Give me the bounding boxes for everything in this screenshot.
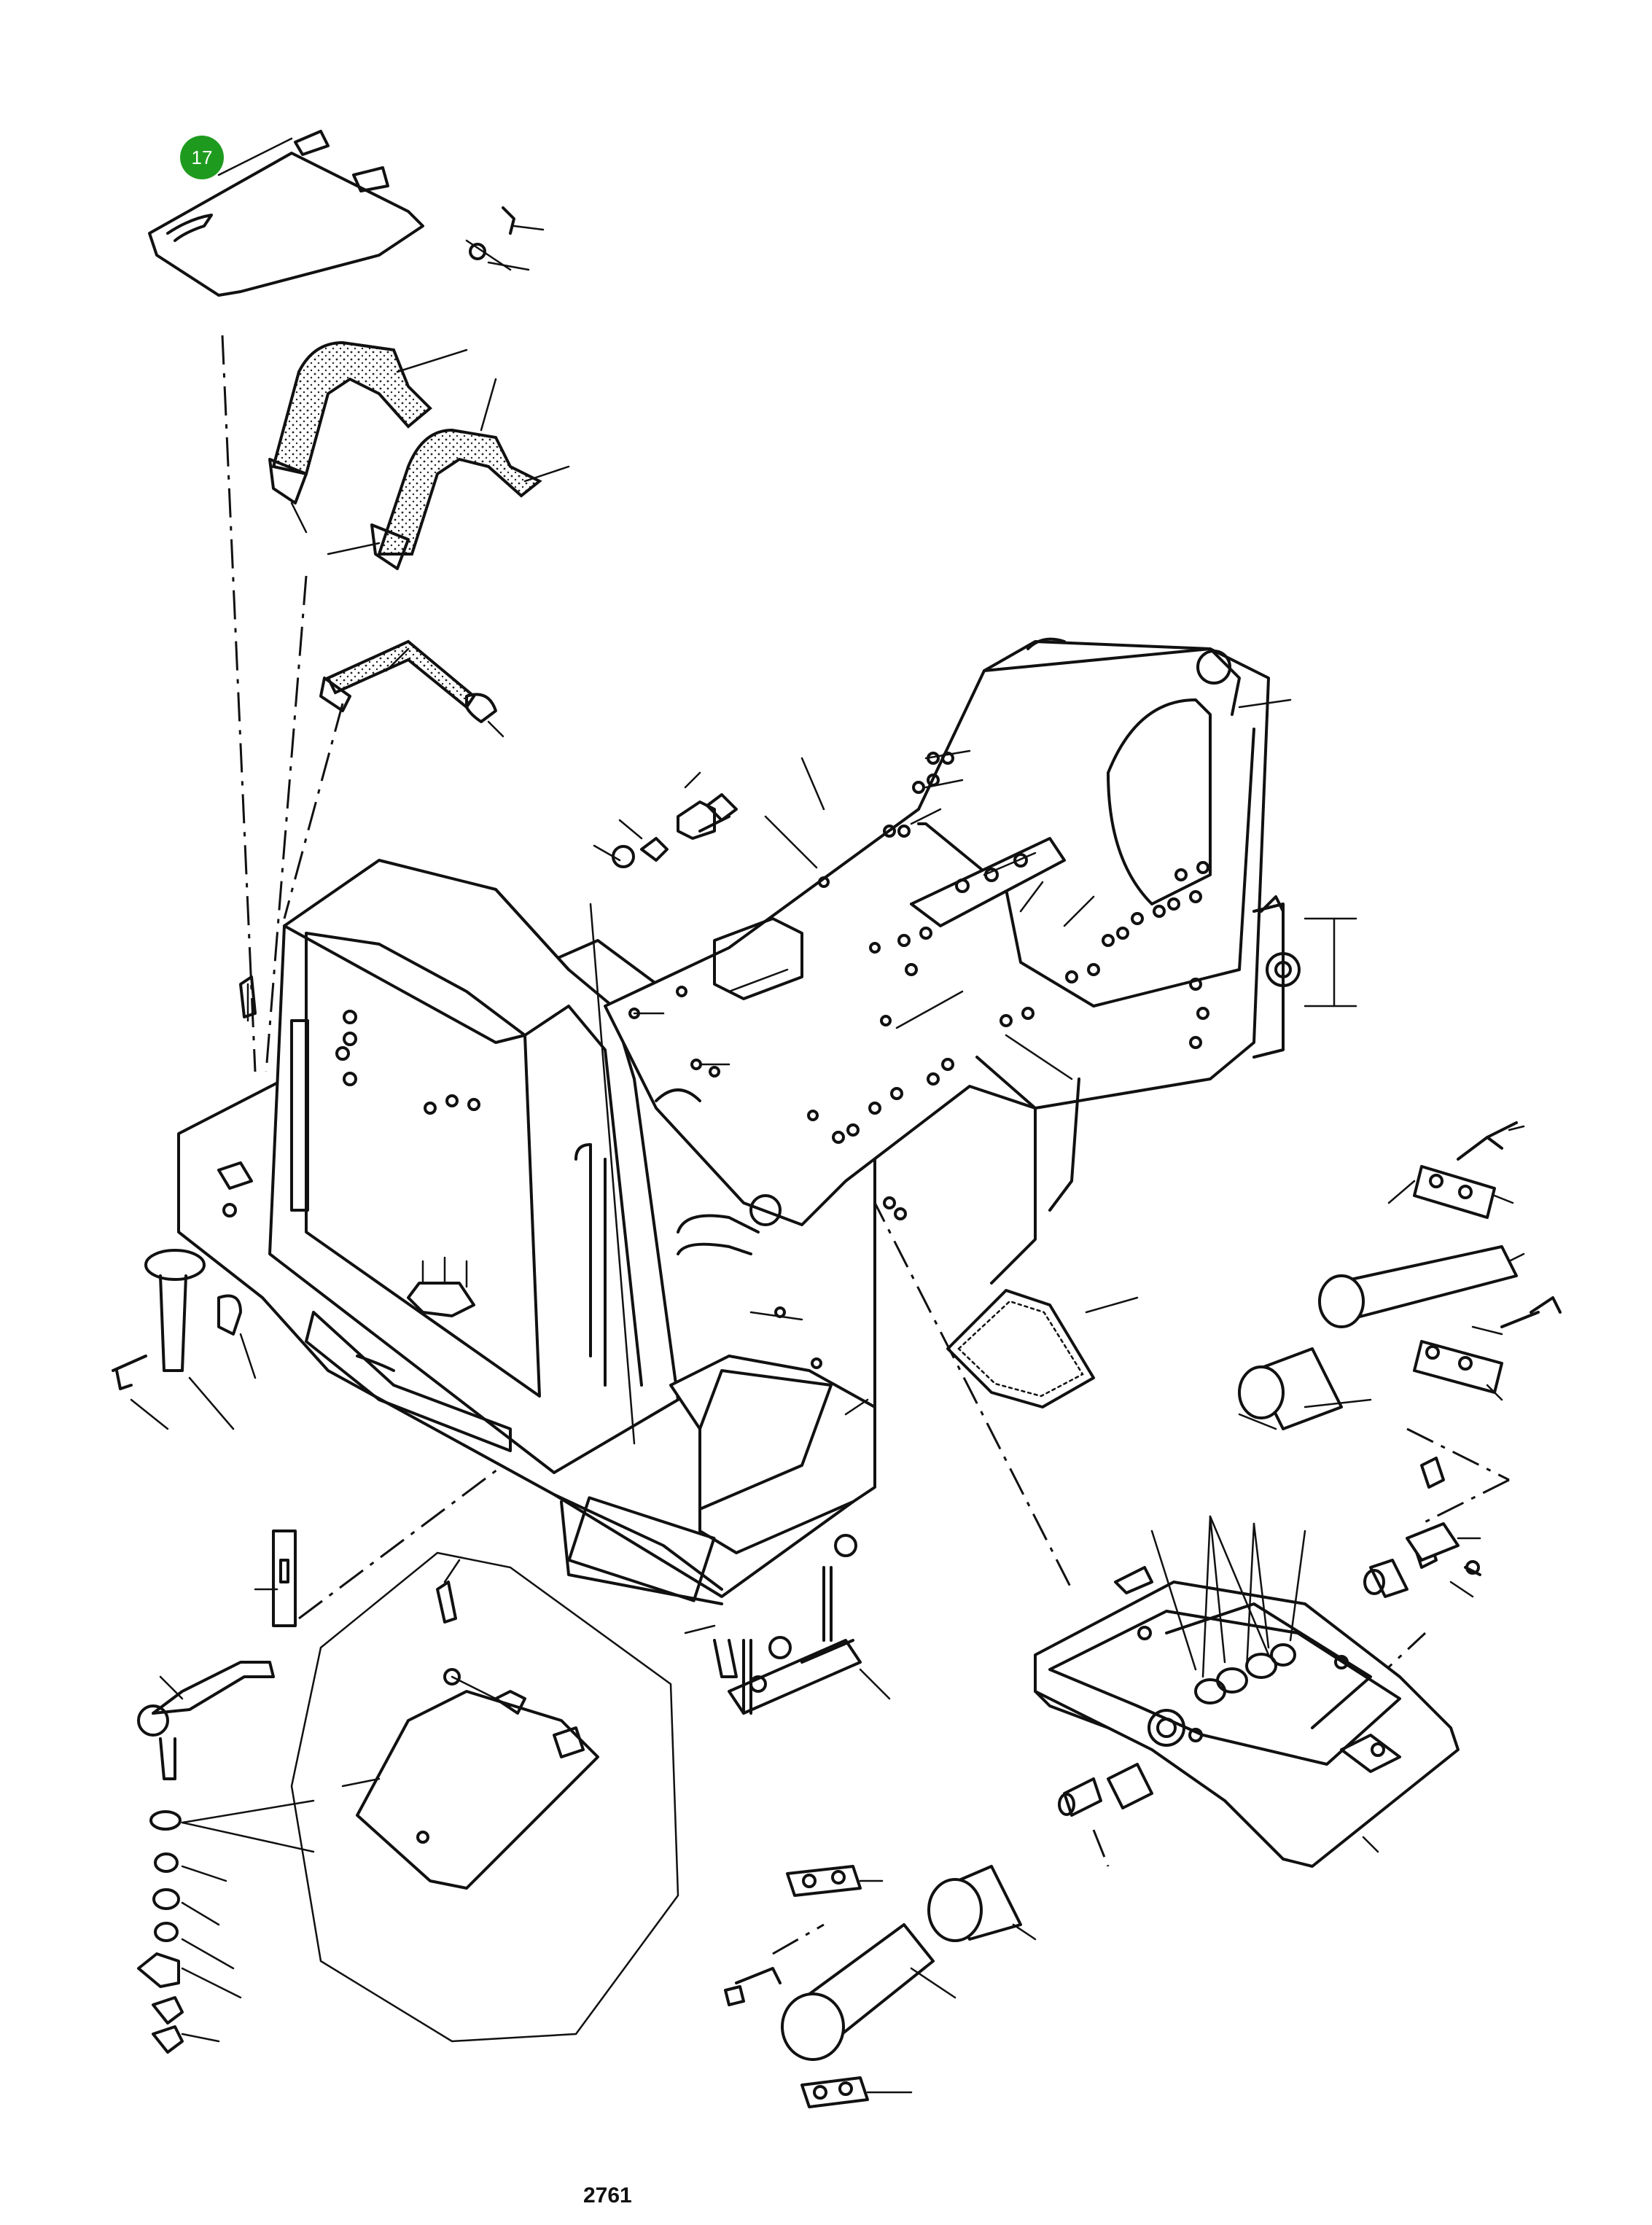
- upper-grab-straps: [268, 340, 570, 570]
- footer-page-number: 2761: [583, 2183, 632, 2208]
- callout-17-label: 17: [192, 147, 213, 168]
- pivot-cradle: [1034, 1515, 1460, 1868]
- lever-handle: [137, 1661, 275, 1780]
- inset-detail-cover: [290, 1551, 679, 2043]
- callout-17[interactable]: 17: [180, 136, 293, 179]
- frame-bolt-holes: [335, 1010, 480, 1115]
- lower-grab-strap: [319, 639, 504, 738]
- hardware-bolts-nuts: [239, 698, 1292, 1416]
- right-upper-pin-assembly: [1238, 1121, 1562, 1430]
- hatch-gasket: [946, 1289, 1139, 1408]
- main-frame-chassis: [604, 637, 1357, 1285]
- washer-nut-stack: [137, 1799, 315, 2054]
- left-pin-and-fittings: [112, 1249, 257, 1430]
- center-rod-bracket: [684, 1534, 891, 1715]
- latch-bracket: [254, 1530, 297, 1627]
- top-cover-plate: [148, 130, 545, 297]
- chassis-bolt-holes: [832, 861, 1209, 1220]
- cradle-pivot-pin: [1058, 1763, 1153, 1817]
- right-small-pins: [1363, 1457, 1481, 1598]
- lower-pin-assembly: [724, 1865, 1037, 2108]
